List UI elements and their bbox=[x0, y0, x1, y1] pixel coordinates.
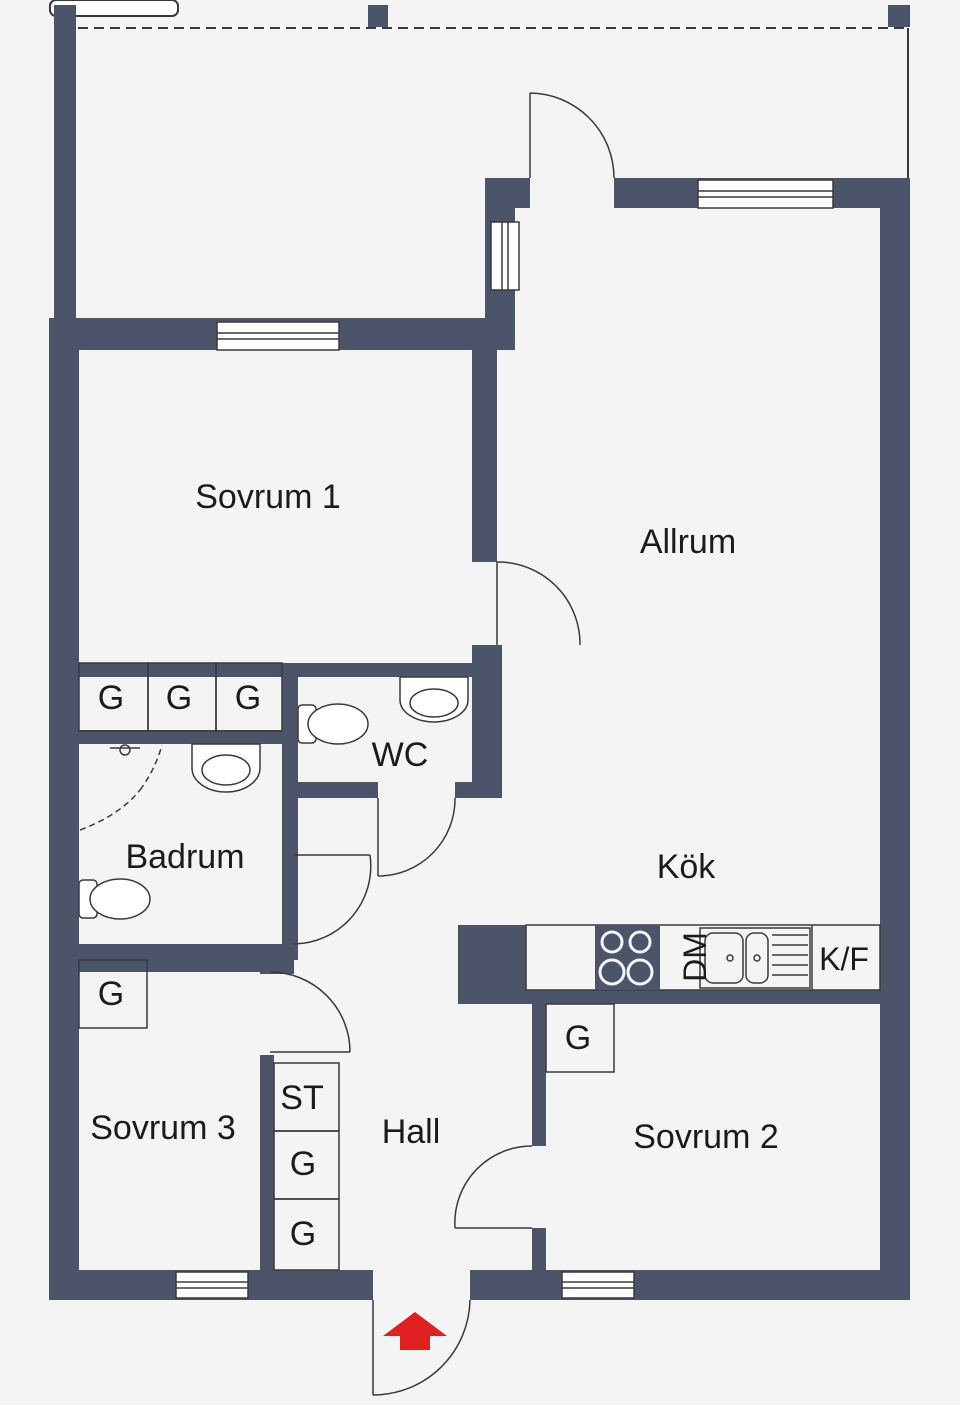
label-closet-g: G bbox=[166, 679, 192, 717]
window-icon bbox=[175, 1271, 249, 1299]
label-dishwasher: DM bbox=[677, 932, 713, 982]
label-fridge-freezer: K/F bbox=[819, 941, 869, 977]
label-sovrum-3: Sovrum 3 bbox=[90, 1109, 236, 1147]
label-sovrum-1: Sovrum 1 bbox=[195, 478, 341, 516]
windows bbox=[175, 179, 834, 1299]
label-closet-g: G bbox=[290, 1215, 316, 1253]
label-allrum: Allrum bbox=[640, 523, 736, 561]
door-swing-icon bbox=[293, 854, 372, 945]
door-swing-icon bbox=[269, 971, 351, 1053]
door-swing-icon bbox=[372, 1299, 471, 1396]
window-icon bbox=[561, 1271, 635, 1299]
window-icon bbox=[216, 321, 340, 351]
shower-icon bbox=[79, 744, 163, 831]
label-closet-g: G bbox=[235, 679, 261, 717]
washbasin-icon bbox=[191, 743, 261, 793]
window-icon bbox=[697, 179, 834, 209]
toilet-icon bbox=[297, 703, 369, 745]
door-swing-icon bbox=[496, 561, 581, 646]
label-wc: WC bbox=[372, 736, 429, 774]
door-swing-icon bbox=[529, 92, 615, 179]
door-swing-icon bbox=[377, 797, 456, 877]
label-hall: Hall bbox=[382, 1113, 441, 1151]
door-swing-icon bbox=[454, 1145, 533, 1229]
label-closet-g: G bbox=[565, 1019, 591, 1057]
balcony bbox=[49, 0, 909, 178]
window-icon bbox=[490, 221, 520, 291]
toilet-icon bbox=[78, 878, 151, 920]
entrance-arrow-icon bbox=[383, 1312, 447, 1350]
label-closet-g: G bbox=[98, 679, 124, 717]
stove-icon bbox=[595, 925, 660, 990]
washbasin-icon bbox=[399, 676, 469, 723]
label-sovrum-2: Sovrum 2 bbox=[633, 1118, 779, 1156]
label-closet-g: G bbox=[98, 975, 124, 1013]
label-closet-st: ST bbox=[280, 1079, 323, 1117]
storage-labels: G G G G G ST G G K/F DM bbox=[98, 679, 869, 1253]
label-closet-g: G bbox=[290, 1145, 316, 1183]
label-badrum: Badrum bbox=[125, 838, 244, 876]
label-kok: Kök bbox=[657, 848, 717, 886]
doors bbox=[269, 92, 615, 1396]
cabinets bbox=[78, 662, 881, 1271]
sink-icon bbox=[699, 927, 811, 989]
room-labels: Sovrum 1 Allrum WC Badrum Kök Sovrum 2 S… bbox=[90, 478, 779, 1156]
